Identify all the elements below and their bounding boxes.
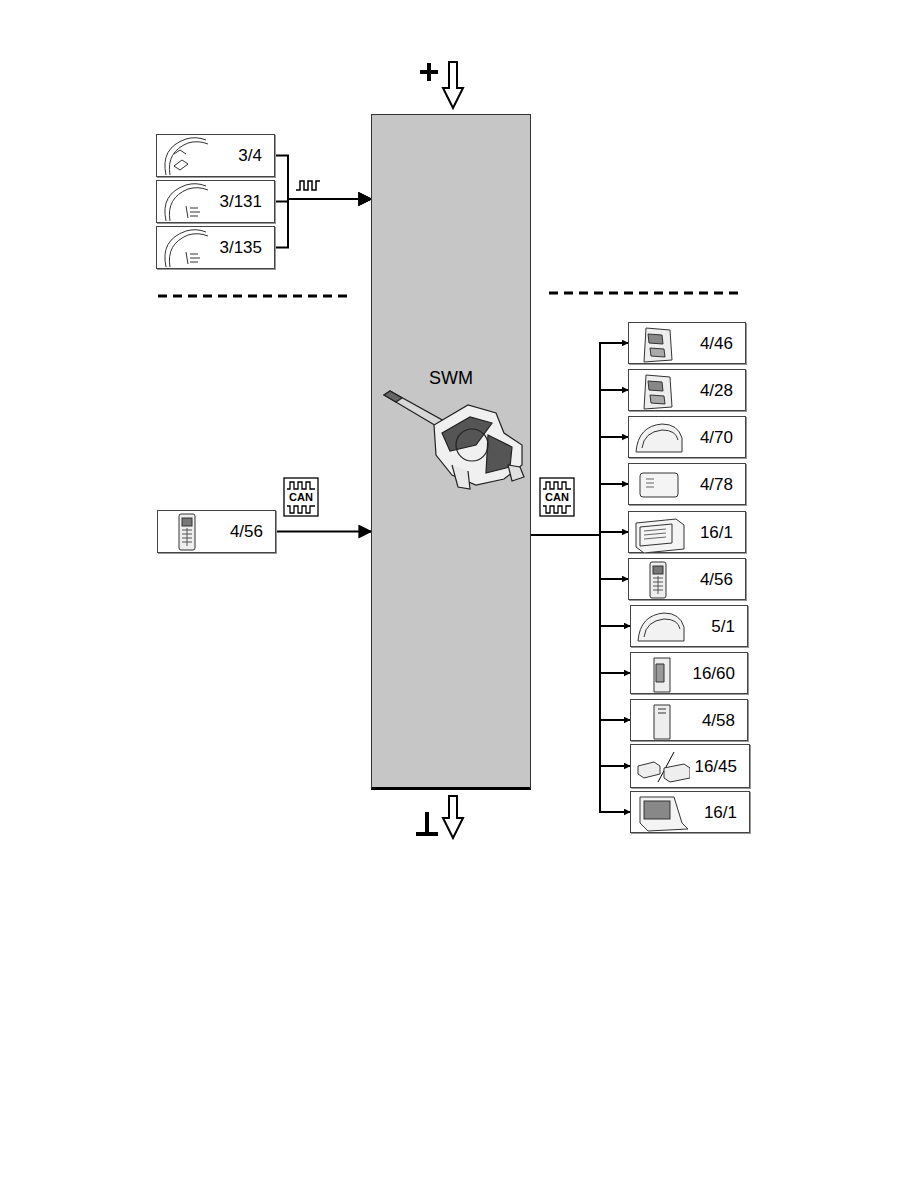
signal-arrow <box>531 535 628 579</box>
signal-arrow <box>531 343 628 535</box>
pulse-symbol <box>296 181 320 190</box>
component-icon <box>160 228 216 268</box>
component-icon <box>634 793 690 833</box>
signal-arrow <box>276 531 371 533</box>
component-number: 4/78 <box>700 476 733 493</box>
component-box: 16/1 <box>628 511 746 553</box>
component-icon <box>634 607 690 647</box>
bus-label: CAN <box>288 492 314 503</box>
component-number: 4/46 <box>700 335 733 352</box>
component-box: 3/4 <box>156 134 275 177</box>
component-box: 4/56 <box>628 558 746 600</box>
component-box: 4/78 <box>628 463 746 505</box>
component-box: 3/131 <box>156 180 275 223</box>
bus-label: CAN <box>544 492 570 503</box>
component-icon <box>634 701 690 741</box>
component-icon <box>632 465 688 505</box>
component-icon <box>632 324 688 364</box>
module-block: SWM <box>371 114 531 790</box>
signal-arrow <box>531 535 630 673</box>
component-icon <box>161 512 217 552</box>
signal-arrow <box>275 199 371 248</box>
component-number: 16/60 <box>692 665 735 682</box>
component-box: 4/46 <box>628 322 746 364</box>
component-number: 16/1 <box>704 804 737 821</box>
component-box: 16/60 <box>630 652 748 694</box>
component-icon <box>632 371 688 411</box>
switch-module-illustration <box>372 115 532 791</box>
signal-arrow <box>531 535 630 812</box>
component-number: 4/56 <box>230 523 263 540</box>
module-name: SWM <box>372 369 530 387</box>
component-box: 16/1 <box>630 791 750 833</box>
component-number: 3/4 <box>238 147 262 164</box>
separator-line <box>158 295 352 298</box>
signal-arrow <box>275 156 371 200</box>
can-icon <box>284 478 318 516</box>
component-number: 5/1 <box>711 618 735 635</box>
component-number: 16/45 <box>694 758 737 775</box>
component-number: 3/135 <box>219 239 262 256</box>
component-box: 16/45 <box>630 744 750 788</box>
component-number: 4/56 <box>700 571 733 588</box>
component-box: 4/58 <box>630 699 748 741</box>
signal-arrow <box>531 437 628 535</box>
component-box: 3/135 <box>156 226 275 269</box>
supply-symbol <box>420 62 463 108</box>
component-box: 4/56 <box>157 510 276 553</box>
signal-arrow <box>531 484 628 535</box>
can-icon <box>540 478 574 516</box>
separator-line <box>549 292 742 295</box>
component-box: 4/70 <box>628 416 746 458</box>
component-box: 4/28 <box>628 369 746 411</box>
component-icon <box>632 418 688 458</box>
signal-arrow <box>531 535 630 720</box>
component-number: 16/1 <box>700 524 733 541</box>
component-icon <box>632 513 688 553</box>
component-icon <box>634 654 690 694</box>
component-number: 4/58 <box>702 712 735 729</box>
signal-arrow <box>531 390 628 535</box>
component-icon <box>632 560 688 600</box>
component-icon <box>160 136 216 176</box>
ground-symbol <box>416 796 463 838</box>
component-icon <box>634 746 690 786</box>
signal-arrow <box>531 535 630 766</box>
component-number: 3/131 <box>219 193 262 210</box>
component-box: 5/1 <box>630 605 748 647</box>
component-number: 4/70 <box>700 429 733 446</box>
component-number: 4/28 <box>700 382 733 399</box>
signal-arrow <box>531 535 630 626</box>
component-icon <box>160 182 216 222</box>
